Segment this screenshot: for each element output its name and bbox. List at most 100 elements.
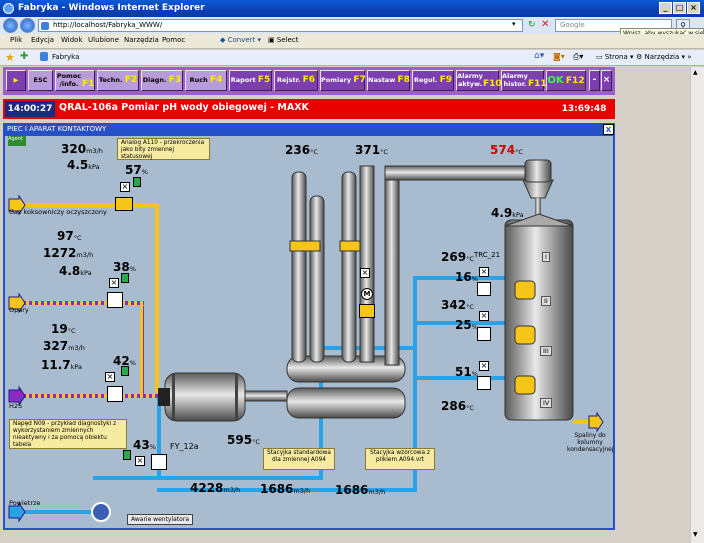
gas-valve-auto[interactable] [133, 177, 141, 187]
fy-label: FY_12a [170, 442, 199, 451]
f8-button[interactable]: Nastaw F8 [367, 70, 410, 91]
inlet-arrows [8, 194, 604, 523]
f10-button[interactable]: Alarmy aktyw.F10 [456, 70, 502, 91]
address-toolbar: http://localhost/Fabryka_WWW/ ▾ ↻ ✕ Goog… [0, 17, 704, 34]
col-valve-2[interactable] [477, 327, 491, 341]
flow-1686a-unit: m3/h [293, 487, 311, 495]
tab-fabryka[interactable]: Fabryka [52, 53, 80, 61]
dropdown-icon[interactable]: ▾ [512, 20, 516, 28]
add-favorite-icon[interactable]: ✚ [20, 51, 29, 62]
top-pressure: 4.9 [491, 206, 513, 220]
scroll-up-icon[interactable]: ▲ [693, 69, 698, 76]
motor-checkbox[interactable]: × [360, 268, 370, 278]
fan-faults-button[interactable]: Awarie wentylatora [127, 514, 193, 525]
f8-key: F8 [397, 75, 410, 85]
col-valve-3[interactable] [477, 376, 491, 390]
opary-valve-checkbox[interactable]: × [109, 278, 119, 288]
h2s-valve: 42 [113, 354, 130, 368]
col-valve-1[interactable] [477, 282, 491, 296]
col-valve-2-checkbox[interactable]: × [479, 311, 489, 321]
f7-button[interactable]: Pomiary F7 [320, 70, 366, 91]
h2s-valve[interactable] [107, 386, 123, 402]
col-valve-2-unit: % [471, 323, 478, 331]
f9-key: F9 [439, 75, 453, 85]
print-icon[interactable]: ⎙▾ [573, 52, 584, 61]
menu-ulubione[interactable]: Ulubione [88, 36, 119, 44]
flow-4228-unit: m3/h [223, 486, 241, 494]
f3-button[interactable]: Diagn. F3 [141, 70, 183, 91]
motor-icon[interactable]: M [361, 288, 373, 300]
minimize-icon[interactable]: _ [659, 2, 672, 14]
fy-valve-unit: % [149, 443, 156, 451]
favorites-star-icon[interactable]: ★ [5, 51, 15, 64]
refresh-icon[interactable]: ↻ [528, 20, 536, 30]
menu-narzedzia[interactable]: Narzędzia [124, 36, 159, 44]
opary-pressure: 4.8 [59, 264, 81, 278]
gas-flow-value: 320m3/h [61, 142, 103, 156]
scada-close-icon[interactable]: × [601, 70, 612, 91]
ok-button[interactable]: OK F12 [546, 70, 586, 91]
h2s-label: H2S [9, 402, 23, 410]
opary-temp-value: 97°C [57, 229, 82, 243]
process-window-close-button[interactable]: X [603, 124, 614, 135]
f11-button[interactable]: Alarmy histor.F11 [501, 70, 547, 91]
menu-widok[interactable]: Widok [61, 36, 83, 44]
home-icon[interactable]: ⌂▾ [534, 51, 545, 61]
convert-button[interactable]: ◆ Convert ▾ [220, 36, 262, 44]
logo-button[interactable]: ▶ [6, 70, 26, 91]
fy-valve-auto[interactable] [123, 450, 131, 460]
gas-valve: 57 [125, 163, 142, 177]
f4-button[interactable]: Ruch F4 [185, 70, 227, 91]
tools-menu[interactable]: ⚙ Narzędzia ▾ » [636, 53, 692, 61]
motor-valve[interactable] [359, 304, 375, 318]
esc-button[interactable]: ESC [28, 70, 53, 91]
stage-label-1: I [542, 252, 550, 262]
menu-pomoc[interactable]: Pomoc [162, 36, 186, 44]
alarm-bar[interactable]: 14:00:27 QRAL-106a Pomiar pH wody obiego… [3, 99, 615, 119]
maximize-icon[interactable]: □ [673, 2, 686, 14]
outlet-label: Spaliny do kolumny kondensacyjnej [567, 432, 614, 453]
h2s-valve-auto[interactable] [121, 366, 129, 376]
h2s-flow: 327 [43, 339, 69, 353]
opary-flow-unit: m3/h [76, 251, 94, 259]
col-temp-bottom-unit: °C [466, 404, 474, 412]
close-icon[interactable]: × [687, 2, 700, 14]
select-button[interactable]: ▣ Select [268, 36, 299, 44]
f1-button[interactable]: Pomoc /info.F1 [55, 70, 95, 91]
gas-valve-checkbox[interactable]: × [120, 182, 130, 192]
menu-plik[interactable]: Plik [10, 36, 23, 44]
f9-button[interactable]: Regul. F9 [412, 70, 454, 91]
back-icon[interactable] [3, 18, 18, 33]
address-field[interactable]: http://localhost/Fabryka_WWW/ [38, 19, 523, 32]
col-valve-1-checkbox[interactable]: × [479, 267, 489, 277]
pipe-temp-1-unit: °C [310, 148, 318, 156]
gas-pressure-unit: kPa [88, 163, 100, 171]
opary-valve-auto[interactable] [121, 273, 129, 283]
opary-pressure-unit: kPa [80, 269, 92, 277]
forward-icon[interactable] [20, 18, 35, 33]
col-valve-3-unit: % [471, 370, 478, 378]
h2s-temp-unit: °C [67, 327, 76, 335]
status-tag: Agent [8, 136, 26, 146]
stop-icon[interactable]: ✕ [541, 19, 550, 30]
scada-toolbar: ▶ ESC Pomoc /info.F1 Techn. F2 Diagn. F3… [3, 67, 615, 95]
fy-valve-checkbox[interactable]: × [135, 456, 145, 466]
f5-button[interactable]: Raport F5 [229, 70, 272, 91]
opary-valve-unit: % [129, 265, 136, 273]
gas-valve[interactable] [115, 197, 133, 211]
opary-temp: 97 [57, 229, 74, 243]
f6-button[interactable]: Rejstr. F6 [274, 70, 318, 91]
h2s-valve-checkbox[interactable]: × [105, 372, 115, 382]
opary-valve[interactable] [107, 292, 123, 308]
f2-button[interactable]: Techn. F2 [97, 70, 139, 91]
fy-valve: 43 [133, 438, 150, 452]
col-valve-3-checkbox[interactable]: × [479, 361, 489, 371]
page-menu[interactable]: ▭ Strona ▾ [596, 53, 634, 61]
menu-edycja[interactable]: Edycja [31, 36, 55, 44]
page-scrollbar[interactable]: ▲ ▼ [690, 67, 704, 543]
scada-minimize-icon[interactable]: - [589, 70, 600, 91]
fy-valve[interactable] [151, 454, 167, 470]
feeds-icon[interactable]: ◙▾ [553, 52, 565, 61]
scroll-down-icon[interactable]: ▼ [693, 531, 698, 538]
f6-label: Rejstr. [276, 76, 301, 84]
